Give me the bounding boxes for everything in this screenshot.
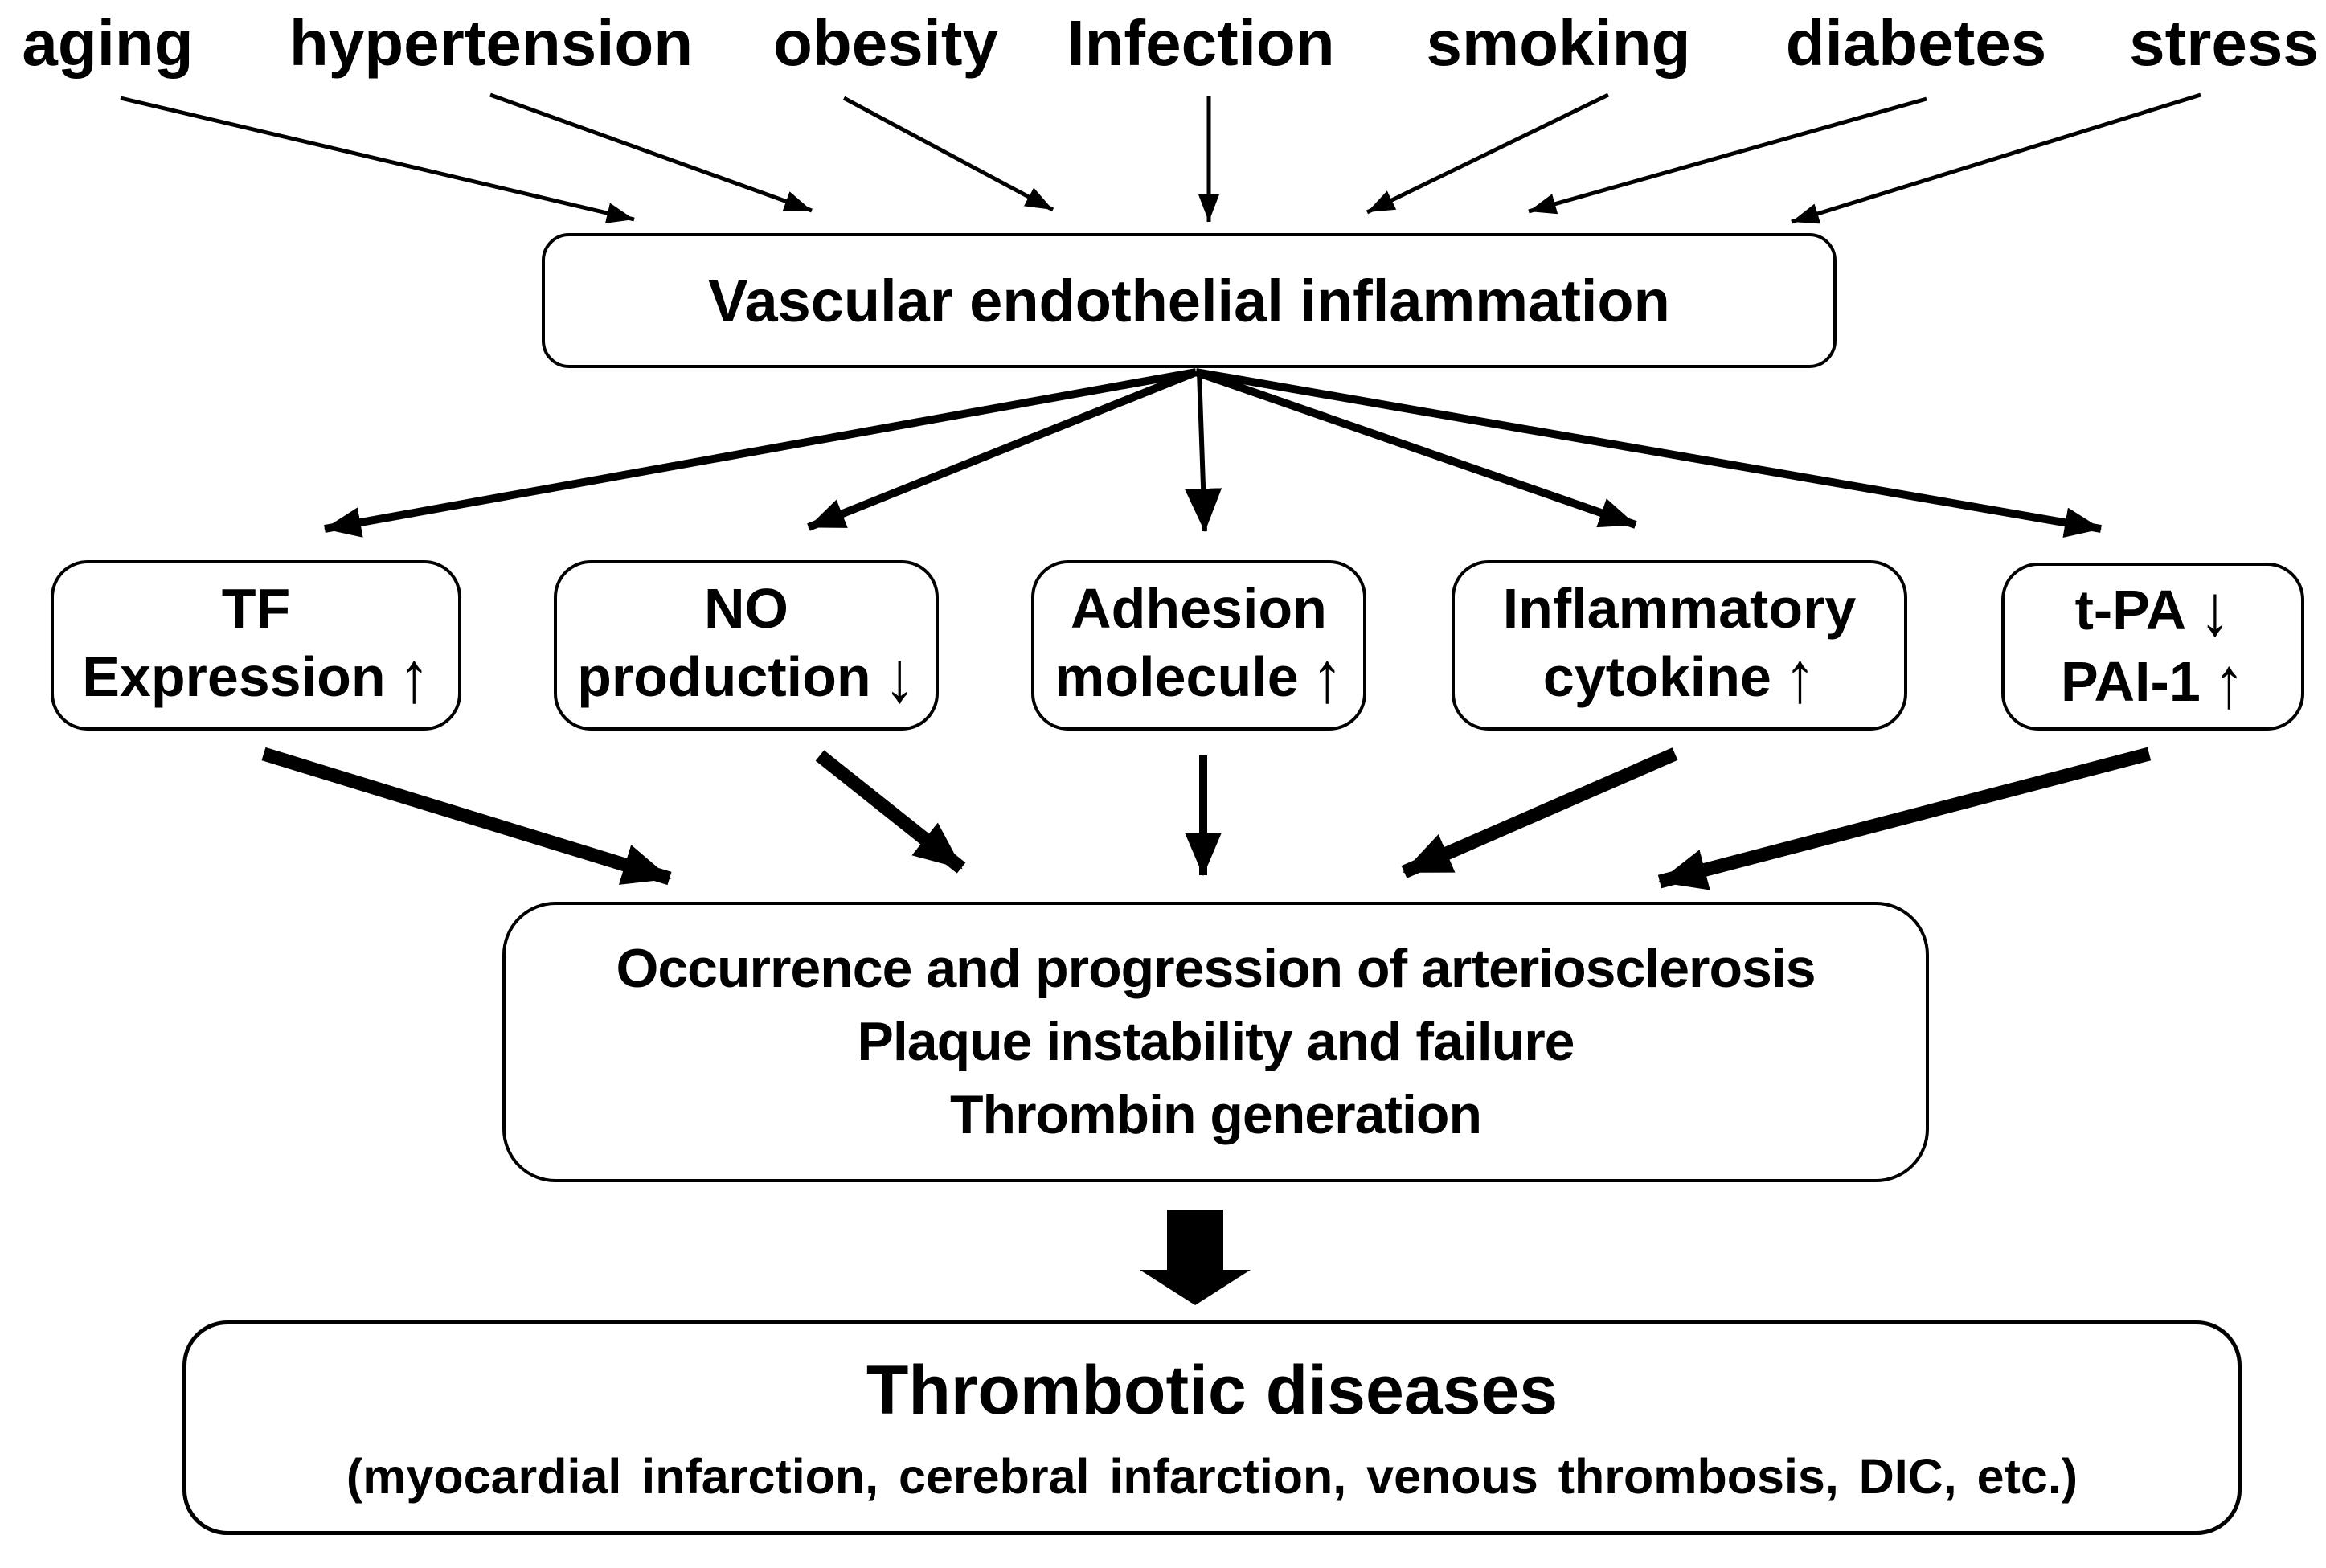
arrow-no-to-consequences [815, 750, 966, 874]
arrow-tf-to-consequences [261, 747, 672, 886]
consequence-line-arteriosclerosis: Occurrence and progression of arterioscl… [616, 937, 1816, 999]
consequence-line-thrombin: Thrombin generation [950, 1084, 1482, 1146]
inflammation-box-label: Vascular endothelial inflammation [708, 267, 1670, 334]
up-arrow-icon: ↑ [398, 636, 430, 718]
mediator-box-inflammatory-cytokine: Inflammatory cytokine ↑ [1452, 560, 1907, 731]
risk-factor-diabetes: diabetes [1785, 7, 2047, 79]
arrow-tpa-to-consequences [1657, 747, 2152, 890]
mediator-box-tpa-pai1: t-PA ↓ PAI-1 ↑ [2001, 563, 2304, 731]
risk-factor-aging: aging [22, 7, 194, 79]
consequence-line-plaque: Plaque instability and failure [857, 1010, 1575, 1072]
mediator-line: t-PA [2074, 578, 2187, 641]
risk-factor-obesity: obesity [772, 7, 999, 79]
mediator-line: PAI-1 [2061, 650, 2201, 714]
arrow-inflammation-to-no [807, 368, 1198, 531]
arrow-cytokine-to-consequences [1401, 747, 1678, 878]
mediator-line: cytokine [1542, 645, 1771, 708]
arrow-inflammation-to-cytokine [1194, 368, 1637, 529]
arrow-inflammation-to-adhesion [1185, 371, 1222, 532]
mediator-line: Adhesion [1071, 577, 1327, 641]
mediator-line: TF [221, 577, 291, 641]
mediator-line: production [577, 645, 871, 708]
arrow-stress-to-inflammation [1791, 92, 2201, 224]
mediator-line: molecule [1054, 645, 1299, 708]
mediator-line: Expression [82, 645, 386, 708]
up-arrow-icon: ↑ [2213, 641, 2245, 723]
arrow-inflammation-to-tf [324, 368, 1197, 538]
mediator-box-tf-expression: TF Expression ↑ [51, 560, 461, 731]
outcome-subtitle: (myocardial infarction, cerebral infarct… [346, 1449, 2078, 1504]
risk-factor-hypertension: hypertension [289, 7, 694, 79]
mediator-box-no-production: NO production ↓ [554, 560, 939, 731]
outcome-box: Thrombotic diseases (myocardial infarcti… [182, 1320, 2242, 1535]
arrow-consequences-to-thrombotic [1140, 1210, 1251, 1305]
mediator-box-adhesion-molecule: Adhesion molecule ↑ [1031, 560, 1366, 731]
down-arrow-icon: ↓ [883, 636, 915, 718]
arrow-obesity-to-inflammation [842, 96, 1054, 212]
arrow-diabetes-to-inflammation [1528, 96, 1927, 215]
mediator-line: NO [704, 577, 788, 641]
risk-factor-smoking: smoking [1426, 7, 1691, 79]
arrow-smoking-to-inflammation [1366, 92, 1610, 215]
down-arrow-icon: ↓ [2199, 569, 2231, 651]
consequences-box: Occurrence and progression of arterioscl… [502, 902, 1929, 1182]
risk-factor-infection: Infection [1067, 7, 1335, 79]
risk-factor-stress: stress [2129, 7, 2319, 79]
arrow-hypertension-to-inflammation [489, 92, 813, 213]
outcome-title: Thrombotic diseases [866, 1352, 1558, 1429]
mediator-line: Inflammatory [1502, 577, 1857, 641]
up-arrow-icon: ↑ [1311, 636, 1343, 718]
arrow-aging-to-inflammation [120, 96, 635, 223]
up-arrow-icon: ↑ [1783, 636, 1816, 718]
arrow-inflammation-to-tpa [1195, 368, 2102, 538]
inflammation-box: Vascular endothelial inflammation [542, 233, 1837, 368]
